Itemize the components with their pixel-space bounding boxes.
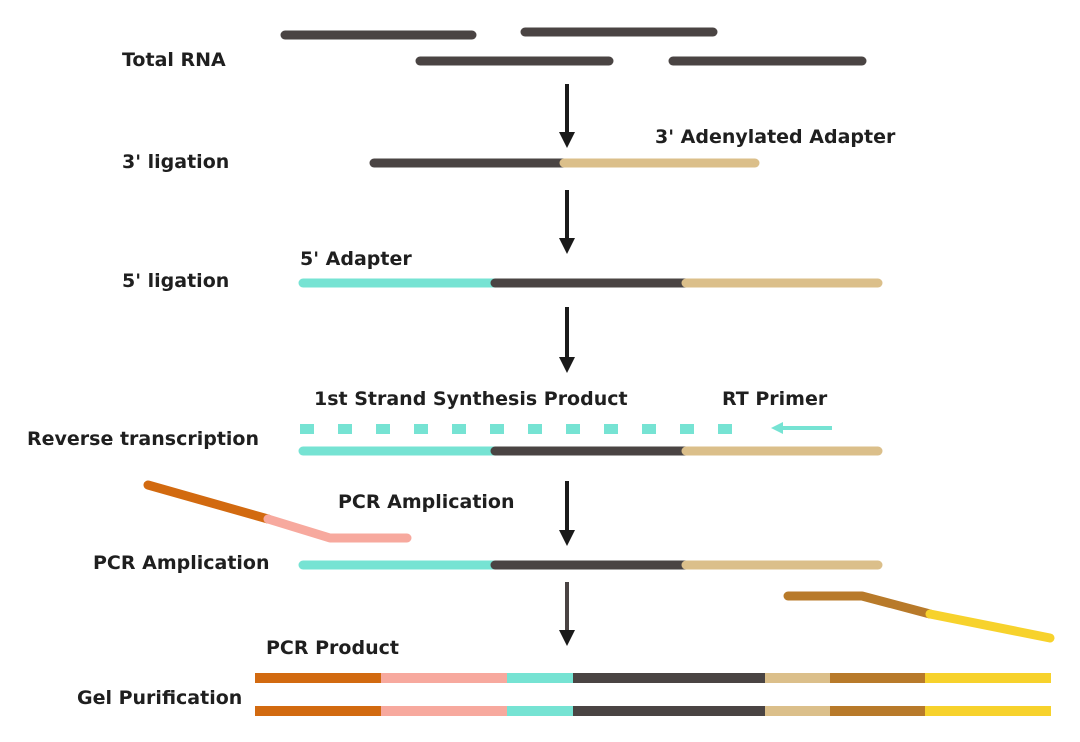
step-label-3-ligation: 3' ligation	[122, 151, 229, 173]
reverse-primer-tail	[925, 609, 1055, 643]
rt-primer-arrowhead	[771, 422, 783, 434]
total-rna-fragments	[280, 27, 867, 66]
forward-primer-tail	[143, 480, 273, 524]
forward-primer-body	[263, 514, 412, 543]
step-label-total-rna: Total RNA	[122, 49, 226, 71]
label-first-strand-product: 1st Strand Synthesis Product	[314, 388, 628, 410]
step-label-gel-purification: Gel Purification	[77, 687, 242, 709]
step-label-reverse-transcription: Reverse transcription	[27, 428, 259, 450]
label-5-adapter: 5' Adapter	[300, 248, 412, 270]
rt-primer-arrow	[771, 422, 832, 434]
forward-pcr-primer	[143, 480, 412, 543]
step-label-pcr-amplication: PCR Amplication	[93, 552, 270, 574]
label-rt-primer: RT Primer	[722, 388, 828, 410]
reverse-primer-body	[783, 591, 935, 619]
label-pcr-product: PCR Product	[266, 637, 399, 659]
reverse-pcr-primer	[783, 591, 1055, 643]
label-pcr-amplication-primer: PCR Amplication	[338, 491, 515, 513]
step-label-5-ligation: 5' ligation	[122, 270, 229, 292]
label-adenylated-adapter: 3' Adenylated Adapter	[655, 126, 896, 148]
